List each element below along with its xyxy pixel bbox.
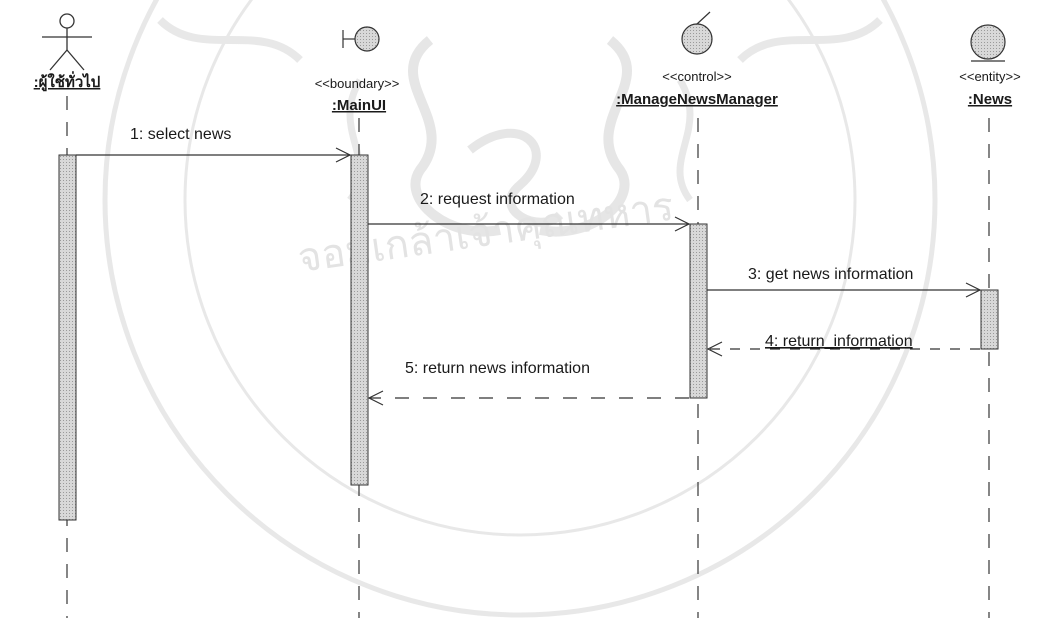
- message-4: [706, 341, 980, 357]
- entity-icon: [970, 24, 1006, 62]
- participant-stereotype-manager: <<control>>: [662, 69, 731, 84]
- message-label-5: 5: return news information: [405, 360, 590, 377]
- message-1: [76, 147, 352, 163]
- message-label-1: 1: select news: [130, 126, 231, 143]
- participant-name-actor: :ผู้ใช้ทั่วไป: [34, 71, 101, 92]
- participant-stereotype-mainui: <<boundary>>: [315, 76, 400, 91]
- participant-stereotype-news: <<entity>>: [959, 69, 1020, 84]
- activation-actor: [58, 154, 77, 521]
- watermark-seal: [102, 0, 938, 618]
- message-label-2: 2: request information: [420, 191, 575, 208]
- activations: [58, 154, 999, 521]
- message-3: [707, 282, 982, 298]
- message-label-4: 4: return_information: [765, 333, 913, 350]
- actor-icon: [42, 13, 92, 71]
- participant-name-news: :News: [968, 91, 1012, 108]
- message-2: [368, 216, 691, 232]
- control-icon: [681, 11, 713, 55]
- activation-mainui: [350, 154, 369, 486]
- boundary-icon: [342, 26, 380, 52]
- participant-name-mainui: :MainUI: [332, 97, 386, 114]
- message-label-3: 3: get news information: [748, 266, 913, 283]
- activation-news: [980, 289, 999, 350]
- message-5: [367, 390, 689, 406]
- participant-name-manager: :ManageNewsManager: [616, 91, 778, 108]
- activation-manager: [689, 223, 708, 399]
